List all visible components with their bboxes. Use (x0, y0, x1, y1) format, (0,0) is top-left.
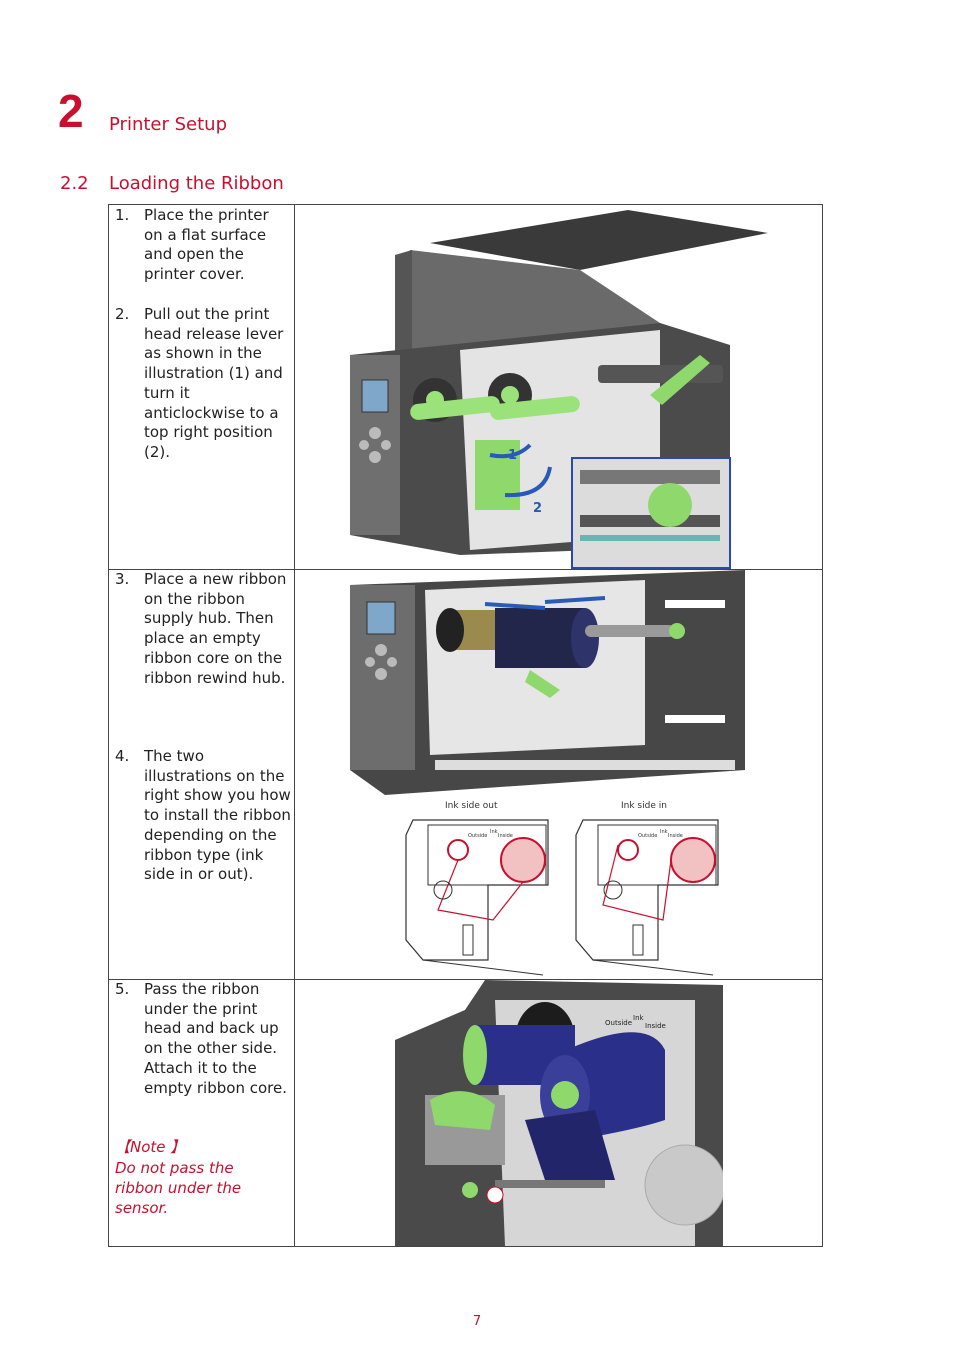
lcd-screen (366, 601, 396, 635)
section-title: Loading the Ribbon (109, 173, 284, 194)
table-border-right (822, 204, 823, 1246)
hub-label-outside: Outside (638, 833, 657, 839)
table-border-left (108, 204, 109, 1246)
lcd-screen (361, 379, 389, 413)
step-text: Pull out the print head release lever as… (144, 305, 284, 461)
page-number: 7 (472, 1314, 482, 1329)
note-heading: 【Note 】 (115, 1138, 186, 1156)
step-number: 1. (115, 206, 130, 224)
hub-label-ink: Ink (633, 1014, 645, 1022)
row-divider-1 (108, 569, 823, 570)
column-divider (294, 204, 295, 1246)
ink-side-in-diagram: Outside Ink Inside (575, 819, 719, 976)
note-text: Do not pass the ribbon under the sensor. (115, 1159, 242, 1217)
caption-ink-side-in: Ink side in (621, 801, 667, 811)
step-number: 4. (115, 747, 130, 765)
printer-cover (430, 210, 768, 270)
hub-label-inside: Inside (498, 833, 513, 839)
row-divider-2 (108, 979, 823, 980)
hub-label-outside: Outside (605, 1019, 632, 1027)
table-border-bottom (108, 1246, 823, 1247)
marker-1: 1 (508, 448, 517, 463)
step-text: The two illustrations on the right show … (144, 747, 291, 884)
step-text: Place the printer on a flat surface and … (144, 206, 269, 284)
rewind-hub (447, 839, 469, 861)
marker-2: 2 (533, 501, 542, 516)
supply-roll (500, 837, 546, 883)
rewind-hub (617, 839, 639, 861)
instruction-table (108, 204, 823, 1247)
step-text: Place a new ribbon on the ribbon supply … (144, 570, 287, 687)
step-text: Pass the ribbon under the print head and… (144, 980, 287, 1097)
ribbon-threaded-illustration: Outside Ink Inside (395, 980, 723, 1246)
chapter-title: Printer Setup (109, 114, 227, 135)
supply-roll (670, 837, 716, 883)
step-number: 5. (115, 980, 130, 998)
caption-ink-side-out: Ink side out (445, 801, 498, 811)
printer-open-cover-illustration: 2 1 (350, 210, 768, 569)
hub-label-ink: Ink (660, 829, 668, 835)
step-number: 2. (115, 305, 130, 323)
chapter-number: 2 (58, 85, 84, 137)
ink-side-out-diagram: Outside Ink Inside (405, 819, 549, 976)
hub-label-outside: Outside (468, 833, 487, 839)
section-number: 2.2 (60, 173, 89, 194)
table-border-top (108, 204, 823, 205)
hub-label-inside: Inside (645, 1022, 666, 1030)
hub-label-ink: Ink (490, 829, 498, 835)
hub-label-inside: Inside (668, 833, 683, 839)
new-ribbon-roll (495, 608, 585, 668)
printer-ribbon-hubs-illustration (350, 570, 745, 795)
step-number: 3. (115, 570, 130, 588)
